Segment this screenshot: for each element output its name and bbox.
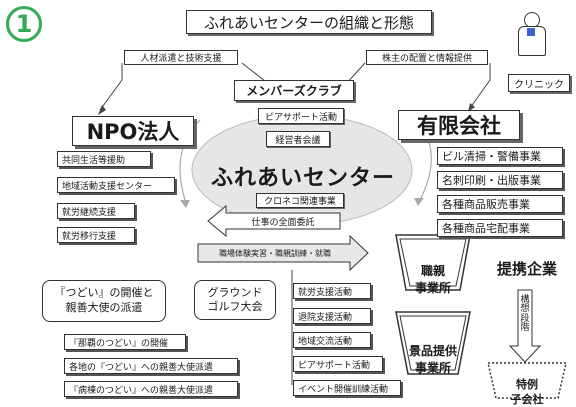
activity-item: ピアサポート活動	[293, 356, 383, 372]
company-item-text: 各種商品販売事業	[442, 198, 530, 211]
company-title-text: 有限会社	[417, 114, 501, 138]
number-badge: 1	[6, 6, 42, 42]
kuroneko-text: クロネコ関連事業	[264, 197, 336, 207]
tsudoi-item: 『病棟のつどい』への親善大使派遣	[64, 381, 238, 397]
tsudoi-item-text: 『那覇のつどい』の開催	[69, 338, 169, 349]
activity-item-text: 退院支援活動	[298, 312, 353, 323]
management-box: 経営者会議	[266, 131, 330, 147]
activity-item: 地域交流活動	[293, 332, 371, 348]
diagram-title: ふれあいセンターの組織と形態	[186, 10, 432, 34]
activity-item-text: 就労支援活動	[298, 287, 353, 298]
golf-box: グラウンド ゴルフ大会	[194, 280, 276, 320]
top-right-label-text: 株主の配置と情報提供	[381, 54, 472, 64]
activity-item: 就労支援活動	[293, 283, 371, 299]
peer-support-box: ピアサポート活動	[258, 108, 344, 124]
npo-item: 共同生活等援助	[57, 151, 151, 167]
members-club-box: メンバーズクラブ	[234, 80, 354, 101]
plan-label: 構想段階	[519, 295, 531, 334]
npo-item: 地域活動支援センター	[57, 177, 175, 193]
tsudoi-item-text: 『病棟のつどい』への親善大使派遣	[69, 385, 214, 396]
npo-item-text: 就労継続支援	[62, 207, 117, 218]
special-subsidiary-label: 特例 子会社	[494, 364, 560, 407]
members-club-text: メンバーズクラブ	[246, 84, 342, 98]
kuroneko-box: クロネコ関連事業	[256, 193, 344, 208]
activity-item: イベント開催訓練活動	[293, 380, 401, 396]
partner-label: 提携企業	[484, 258, 570, 279]
arrow-right-label: 職場体験実習・職親訓練・就職	[200, 248, 350, 259]
company-item: 各種商品販売事業	[437, 195, 563, 213]
npo-item: 就労継続支援	[57, 203, 135, 219]
npo-item-text: 地域活動支援センター	[62, 181, 153, 192]
golf-text: グラウンド ゴルフ大会	[207, 285, 263, 313]
npo-item: 就労移行支援	[57, 227, 135, 243]
shokuoya-label: 職親 事業所	[408, 246, 458, 296]
company-item: 名刺印刷・出版事業	[437, 171, 563, 189]
keihin-label: 景品提供 事業所	[404, 326, 462, 376]
npo-title-text: NPO法人	[86, 120, 180, 144]
center-name: ふれあいセンター	[208, 160, 398, 192]
company-item-text: ビル清掃・警備事業	[442, 150, 541, 163]
company-item: 各種商品宅配事業	[437, 219, 563, 237]
down-arrow-shape	[508, 289, 542, 363]
top-right-label: 株主の配置と情報提供	[366, 50, 488, 65]
company-item-text: 各種商品宅配事業	[442, 222, 530, 235]
company-item: ビル清掃・警備事業	[437, 147, 563, 165]
shokuoya-text: 職親 事業所	[414, 263, 451, 295]
activity-item-text: ピアサポート活動	[298, 360, 371, 371]
tsudoi-item-text: 各地の『つどい』への親善大使派遣	[69, 362, 214, 373]
doctor-illustration	[515, 10, 546, 58]
activity-item-text: イベント開催訓練活動	[298, 384, 389, 395]
activity-item-text: 地域交流活動	[298, 336, 353, 347]
center-name-text: ふれあいセンター	[210, 166, 395, 191]
company-title-box: 有限会社	[398, 110, 520, 140]
tsudoi-item: 『那覇のつどい』の開催	[64, 334, 186, 350]
peer-support-text: ピアサポート活動	[264, 112, 337, 123]
top-left-label: 人材派遣と技術支援	[124, 50, 238, 65]
right-arrow-shape	[197, 234, 369, 272]
plan-text: 構想段階	[520, 295, 530, 334]
left-arrow-shape	[207, 204, 341, 238]
arrow-left-label-text: 仕事の全面委託	[251, 218, 315, 228]
special-subsidiary-text: 特例 子会社	[510, 378, 544, 406]
tsudoi-heading-text: 『つどい』の開催と 親善大使の派遣	[54, 286, 154, 314]
curve-left-arrow	[179, 119, 201, 201]
tsudoi-item: 各地の『つどい』への親善大使派遣	[64, 358, 238, 374]
arrow-left-label: 仕事の全面委託	[228, 215, 338, 228]
npo-title-box: NPO法人	[72, 116, 194, 146]
npo-item-text: 就労移行支援	[62, 231, 117, 242]
keihin-text: 景品提供 事業所	[408, 343, 457, 375]
arrow-right-label-text: 職場体験実習・職親訓練・就職	[219, 249, 331, 258]
special-subsidiary-frame	[487, 362, 567, 399]
management-text: 経営者会議	[275, 135, 321, 146]
diagram-title-text: ふれあいセンターの組織と形態	[203, 13, 414, 32]
clinic-text: クリニック	[514, 79, 564, 91]
clinic-box: クリニック	[508, 74, 570, 92]
number-badge-text: 1	[15, 10, 33, 38]
partner-text: 提携企業	[496, 260, 557, 278]
company-item-text: 名刺印刷・出版事業	[442, 174, 541, 187]
npo-item-text: 共同生活等援助	[62, 155, 126, 166]
activity-item: 退院支援活動	[293, 308, 371, 324]
tsudoi-heading-box: 『つどい』の開催と 親善大使の派遣	[42, 280, 166, 322]
top-left-label-text: 人材派遣と技術支援	[140, 54, 222, 64]
